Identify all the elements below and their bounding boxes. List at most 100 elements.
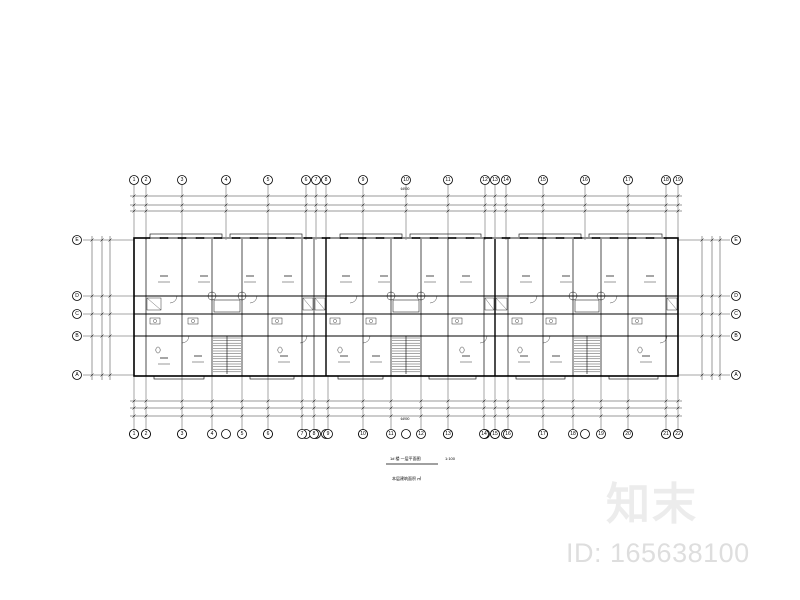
dimension-tick (676, 406, 680, 410)
fixture-toilet (637, 346, 643, 354)
dimension-tick (304, 203, 308, 207)
axis-letter: A (75, 372, 79, 378)
axis-bubble-side (72, 235, 82, 245)
fixture-sink (271, 317, 283, 325)
dimension-tick (108, 312, 112, 316)
axis-bubble-side (72, 331, 82, 341)
axis-bubble (129, 175, 139, 185)
fixture-sink (187, 317, 199, 325)
axis-number: 20 (625, 431, 631, 437)
axis-bubble-side (72, 291, 82, 301)
window-mark (311, 236, 323, 239)
dimension-tick (180, 414, 184, 418)
dimension-tick (389, 414, 393, 418)
axis-number: 15 (540, 177, 546, 183)
section-marker (596, 291, 606, 301)
door-swing (349, 295, 358, 304)
door-swing (529, 295, 538, 304)
axis-letter: A (734, 372, 738, 378)
dimension-tick (90, 334, 94, 338)
window-mark (221, 236, 233, 239)
dimension-tick (700, 312, 704, 316)
axis-bubble-side (72, 309, 82, 319)
dimension-tick (710, 373, 714, 377)
dimension-tick (664, 406, 668, 410)
window-mark (365, 236, 377, 239)
dimension-tick (676, 399, 680, 403)
dimension-tick (312, 399, 316, 403)
dimension-tick (419, 399, 423, 403)
fixture-drain (369, 319, 373, 323)
dimension-tick (361, 414, 365, 418)
axis-bubble (323, 429, 333, 439)
dimension-tick (90, 294, 94, 298)
dimension-tick (144, 194, 148, 198)
dimension-tick (571, 399, 575, 403)
shaft-cross (666, 297, 678, 311)
dimension-tick (446, 414, 450, 418)
axis-bubble (580, 175, 590, 185)
window-mark (329, 236, 341, 239)
dimension-tick (100, 312, 104, 316)
axis-bubble (141, 175, 151, 185)
window-mark (473, 236, 485, 239)
fixture-toilet (517, 346, 523, 354)
dimension-tick (626, 406, 630, 410)
window-bay-bottom (608, 375, 659, 380)
axis-letter: B (734, 333, 738, 339)
axis-bubble (309, 429, 319, 439)
dimension-tick (324, 203, 328, 207)
axis-grid (83, 182, 730, 435)
dimension-tick (676, 203, 680, 207)
dimension-tick (718, 294, 722, 298)
axis-number: 13 (445, 431, 451, 437)
dimension-tick (326, 399, 330, 403)
shaft (495, 297, 508, 311)
shaft-cross (302, 297, 314, 311)
axis-bubble (311, 175, 321, 185)
dimension-tick (210, 414, 214, 418)
shaft-cross (314, 297, 326, 311)
axis-number: 4 (225, 177, 228, 183)
axis-number: 9 (362, 177, 365, 183)
dimension-tick (504, 209, 508, 213)
axis-number: 21 (663, 431, 669, 437)
axis-bubble (263, 429, 273, 439)
window-bay-bottom (515, 375, 566, 380)
window-mark (635, 236, 647, 239)
axis-number: 5 (241, 431, 244, 437)
axis-number: 14 (503, 177, 509, 183)
fixture-toilet (337, 346, 343, 354)
dimension-tick (446, 194, 450, 198)
window-mark (617, 236, 629, 239)
fixture-drain (333, 319, 337, 323)
dimension-tick (240, 406, 244, 410)
dimension-tick (599, 406, 603, 410)
axis-letter: B (75, 333, 79, 339)
stair-landing (574, 299, 600, 313)
axis-number: 11 (445, 177, 450, 183)
stair-landing (213, 299, 241, 313)
dimension-tick (132, 203, 136, 207)
axis-bubble (386, 429, 396, 439)
dimension-tick (266, 203, 270, 207)
dimension-tick (132, 399, 136, 403)
axis-bubble (237, 429, 247, 439)
axis-letter: D (734, 293, 738, 299)
window-mark (401, 236, 413, 239)
axis-letter: E (75, 237, 79, 243)
window-mark (257, 236, 269, 239)
dimension-tick (180, 399, 184, 403)
door-swing (299, 335, 308, 344)
dimension-tick (583, 203, 587, 207)
axis-number: 1 (133, 431, 136, 437)
fixture-sink (511, 317, 523, 325)
dimension-tick (132, 414, 136, 418)
axis-bubble (480, 175, 490, 185)
window-mark (581, 236, 593, 239)
axis-number: 11 (388, 431, 393, 437)
dimension-tick (324, 194, 328, 198)
dimension-tick (718, 238, 722, 242)
dimension-tick (314, 194, 318, 198)
door-swing (362, 335, 371, 344)
